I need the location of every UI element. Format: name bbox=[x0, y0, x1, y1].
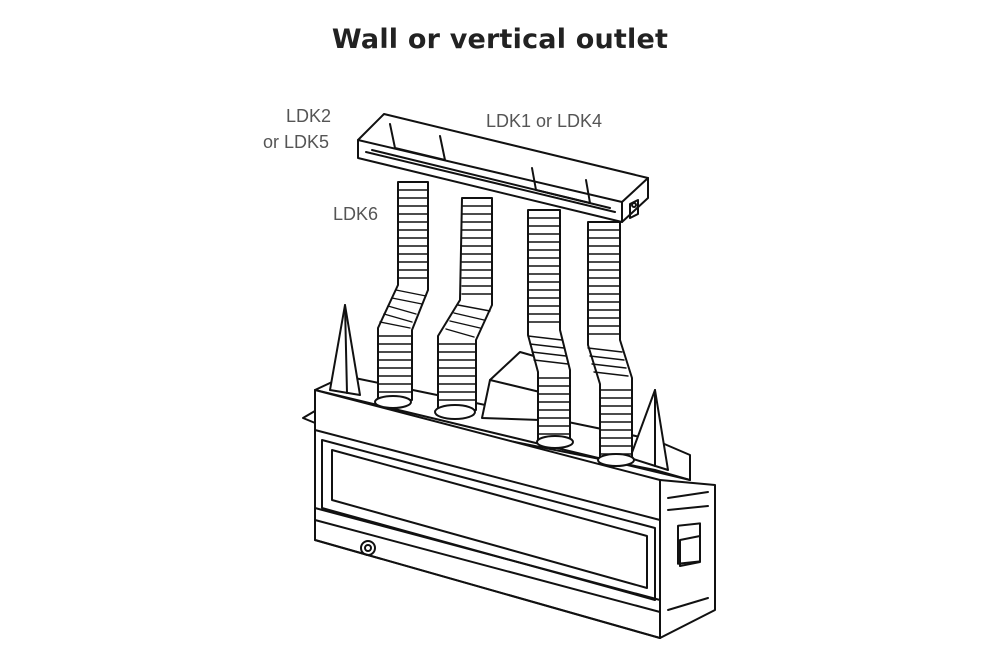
label-ldk2: LDK2 bbox=[286, 106, 332, 126]
label-ldk5: or LDK5 bbox=[263, 132, 330, 152]
flexible-flue-2 bbox=[434, 197, 493, 420]
control-knob bbox=[360, 540, 376, 556]
label-ldk6: LDK6 bbox=[333, 204, 379, 224]
firebox-front bbox=[314, 389, 661, 639]
right-bracket bbox=[629, 389, 669, 471]
flexible-flue-4 bbox=[587, 221, 635, 467]
label-ldk1-ldk4: LDK1 or LDK4 bbox=[486, 111, 603, 131]
flexible-flue-1 bbox=[374, 181, 429, 409]
terminal-housing bbox=[357, 113, 649, 223]
flexible-flue-3 bbox=[527, 209, 574, 449]
diagram-title: Wall or vertical outlet bbox=[331, 24, 669, 55]
firebox-side bbox=[659, 479, 716, 639]
